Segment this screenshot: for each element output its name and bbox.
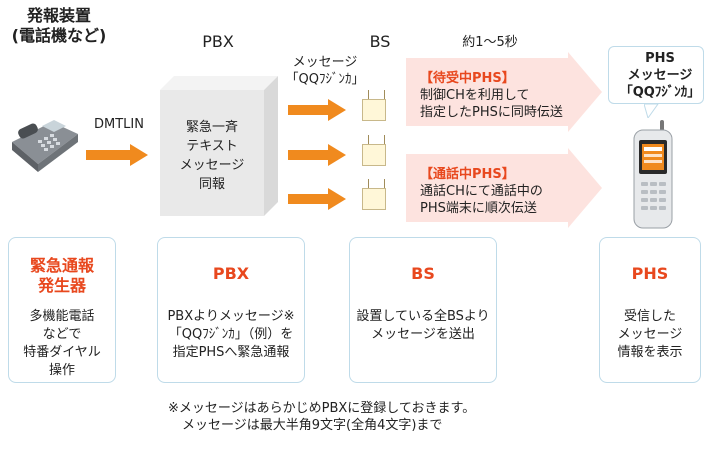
card-pbx-body: PBXよりメッセージ※ 「QQﾌｼﾞﾝｶ」（例）を 指定PHSへ緊急通報 bbox=[167, 309, 295, 360]
calling-banner-body: 通話CHにて通話中の PHS端末に順次伝送 bbox=[420, 184, 543, 216]
card-bs-body: 設置している全BSより メッセージを送出 bbox=[356, 309, 490, 342]
standby-banner-title: 【待受中PHS】 bbox=[420, 71, 515, 86]
arrow-to-bs-2 bbox=[288, 144, 346, 166]
standby-banner-text: 【待受中PHS】 制御CHを利用して 指定したPHSに同時伝送 bbox=[420, 70, 600, 121]
standby-banner-body: 制御CHを利用して 指定したPHSに同時伝送 bbox=[420, 88, 563, 120]
calling-banner-text: 【通話中PHS】 通話CHにて通話中の PHS端末に順次伝送 bbox=[420, 166, 600, 217]
pbx-box-text: 緊急一斉 テキスト メッセージ 同報 bbox=[179, 120, 245, 192]
standby-banner bbox=[406, 52, 602, 132]
footnote: ※メッセージはあらかじめPBXに登録しておきます。 メッセージは最大半角9文字(… bbox=[168, 400, 548, 434]
dmtlin-label: DMTLIN bbox=[94, 117, 144, 132]
calling-banner bbox=[406, 148, 602, 228]
card-bs-title: BS bbox=[411, 264, 435, 283]
arrow-to-bs-1 bbox=[288, 99, 346, 121]
card-pbx-title: PBX bbox=[212, 264, 250, 283]
calling-banner-title: 【通話中PHS】 bbox=[420, 167, 515, 182]
phs-bubble-tail bbox=[644, 104, 659, 118]
card-generator-body: 多機能電話 などで 特番ダイヤル 操作 bbox=[23, 309, 101, 378]
phs-message-bubble bbox=[608, 46, 704, 104]
bs-header: BS bbox=[369, 32, 391, 51]
card-phs: PHS 受信した メッセージ 情報を表示 bbox=[599, 237, 701, 383]
footnote-line-2: メッセージは最大半角9文字(全角4文字)まで bbox=[182, 418, 443, 433]
time-label: 約1～5秒 bbox=[462, 35, 518, 50]
arrow-to-pbx bbox=[86, 144, 148, 166]
footnote-line-1: ※メッセージはあらかじめPBXに登録しておきます。 bbox=[168, 401, 476, 416]
phs-message-label: PHS メッセージ 「QQﾌｼﾞﾝｶ」 bbox=[619, 51, 701, 100]
phs-handset-icon bbox=[633, 120, 673, 229]
card-phs-title: PHS bbox=[631, 264, 669, 283]
message-label: メッセージ 「QQﾌｼﾞﾝｶ」 bbox=[285, 55, 365, 87]
pbx-header: PBX bbox=[202, 32, 234, 51]
card-generator: 緊急通報 発生器 多機能電話 などで 特番ダイヤル 操作 bbox=[8, 237, 116, 383]
card-pbx: PBX PBXよりメッセージ※ 「QQﾌｼﾞﾝｶ」（例）を 指定PHSへ緊急通報 bbox=[157, 237, 305, 383]
pbx-box bbox=[160, 76, 278, 216]
card-generator-title: 緊急通報 発生器 bbox=[29, 256, 94, 295]
card-bs: BS 設置している全BSより メッセージを送出 bbox=[349, 237, 497, 383]
card-phs-body: 受信した メッセージ 情報を表示 bbox=[617, 309, 683, 360]
phone-icon bbox=[12, 120, 78, 172]
generator-header: 発報装置 (電話機など) bbox=[11, 6, 107, 45]
arrow-to-bs-3 bbox=[288, 188, 346, 210]
